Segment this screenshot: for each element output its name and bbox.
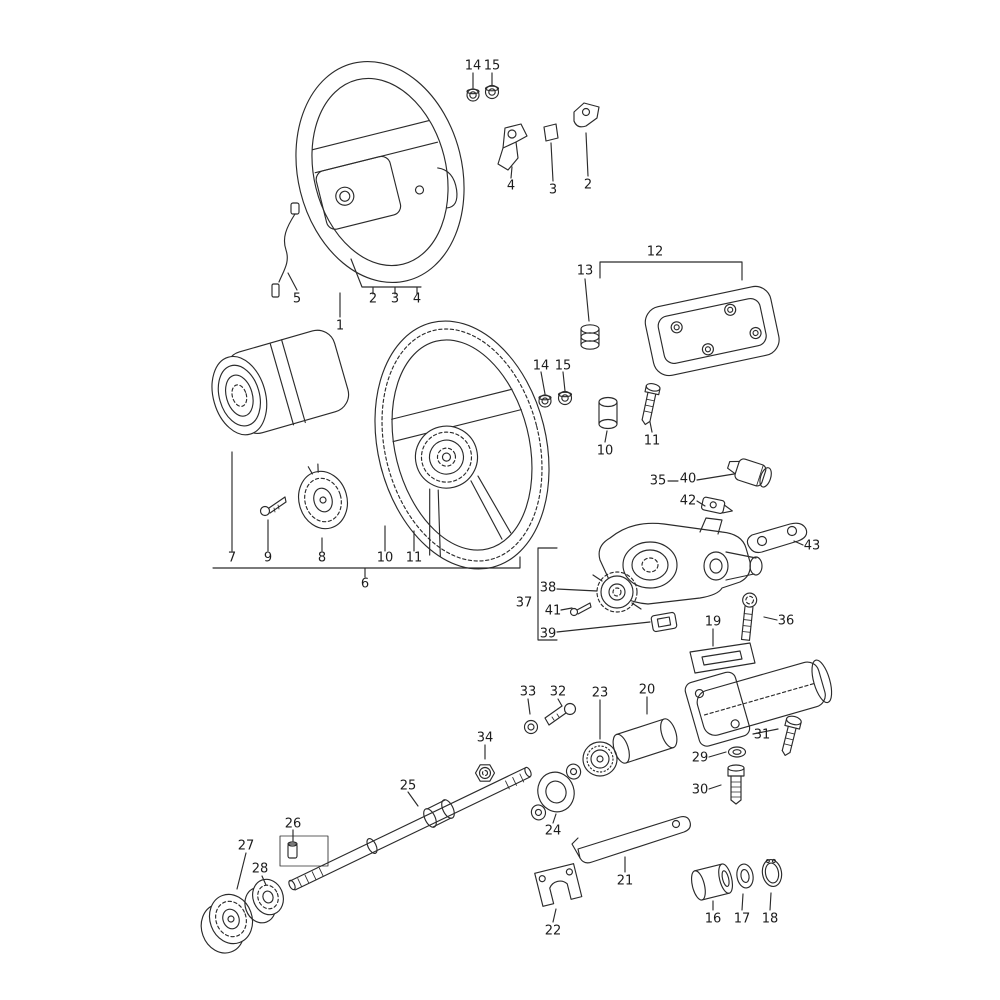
- tube-20: [612, 718, 678, 764]
- switch-39: [650, 611, 678, 633]
- snap-ring-18: [761, 858, 783, 887]
- bushing-26: [279, 835, 329, 867]
- bolt-36: [740, 592, 758, 641]
- bolt-11: [641, 383, 661, 426]
- retainer-bracket-2: [573, 102, 600, 128]
- bearing-23: [582, 741, 618, 777]
- washer-33: [523, 719, 539, 735]
- steering-wheel-upper: [295, 60, 465, 284]
- screw-9: [259, 496, 287, 517]
- cap-nut-15-top: [484, 84, 500, 100]
- ignition-starter-switch: [727, 458, 772, 488]
- cap-nut-15-mid: [557, 390, 573, 406]
- contact-ring-38: [592, 571, 642, 613]
- support-bracket-21: [571, 815, 691, 864]
- hex-nut-34: [474, 764, 496, 782]
- horn-wire: [271, 202, 300, 298]
- bolt-32: [544, 702, 577, 726]
- plate-19: [689, 642, 756, 674]
- column-jacket-tube: [684, 659, 833, 747]
- washer-17: [736, 863, 754, 889]
- retainer-bracket-4: [497, 123, 528, 171]
- spring-13: [580, 324, 600, 350]
- callout-box-26: [279, 835, 329, 867]
- hex-nut-14-top: [466, 88, 480, 102]
- shim-plate-3: [543, 123, 559, 142]
- bracket-43: [746, 522, 808, 554]
- bolt-30: [727, 764, 745, 805]
- bolt-31: [781, 715, 802, 756]
- leader-lines: [212, 72, 804, 923]
- spline-sleeve-28: [244, 878, 284, 924]
- steering-wheel-lower: [374, 320, 550, 570]
- screw-41: [569, 602, 592, 617]
- clamp-22: [534, 863, 583, 907]
- washer-29: [727, 746, 747, 758]
- horn-pad-frame: [644, 285, 780, 377]
- spacer-sleeve-10: [598, 396, 618, 430]
- horn-contact-ring: [298, 463, 348, 530]
- steering-shaft-25: [288, 766, 532, 891]
- sleeve-16: [690, 863, 734, 901]
- column-switch-housing: [211, 329, 350, 436]
- lock-pin-42: [700, 496, 733, 514]
- coupling-27: [200, 893, 254, 954]
- hex-nut-14-mid: [538, 394, 552, 408]
- bearing-flange-24: [530, 763, 582, 821]
